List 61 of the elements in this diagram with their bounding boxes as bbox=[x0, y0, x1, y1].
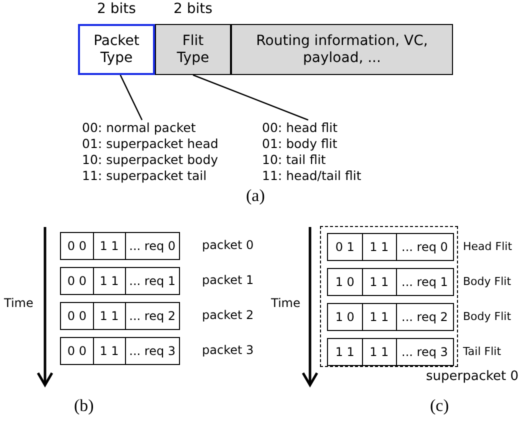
caption-text: 2 bits bbox=[172, 1, 214, 17]
value-description: 00: head flit bbox=[262, 120, 339, 136]
bit-field: ... req 3 bbox=[396, 339, 453, 365]
caption-text: Body Flit bbox=[463, 310, 512, 323]
axis-label: Time bbox=[4, 296, 34, 310]
bit-field: ... req 2 bbox=[124, 303, 179, 329]
flit-row bbox=[327, 303, 454, 331]
field-box: Routing information, VC, payload, ... bbox=[231, 24, 453, 75]
bit-field: 0 0 bbox=[61, 233, 93, 259]
caption-text: 2 bits bbox=[96, 1, 137, 17]
bit-field: 1 1 bbox=[362, 339, 396, 365]
leader-line bbox=[120, 74, 143, 120]
caption-text: packet 0 bbox=[202, 238, 254, 252]
flit-row bbox=[60, 337, 180, 365]
bit-field: 0 0 bbox=[61, 303, 93, 329]
bit-field: 0 1 bbox=[328, 234, 362, 260]
bit-field: ... req 0 bbox=[124, 233, 179, 259]
panel-label: (c) bbox=[430, 396, 449, 416]
flit-row bbox=[327, 268, 454, 296]
bit-field: ... req 0 bbox=[396, 234, 453, 260]
value-description: 10: superpacket body bbox=[82, 152, 220, 168]
value-description: 01: body flit bbox=[262, 136, 338, 152]
bit-field: 1 1 bbox=[92, 268, 125, 294]
bit-field: 1 1 bbox=[362, 269, 396, 295]
bit-field: 1 1 bbox=[92, 303, 125, 329]
flit-row bbox=[327, 338, 454, 366]
bit-field: 1 0 bbox=[328, 304, 362, 330]
bit-field: 1 1 bbox=[92, 338, 125, 364]
caption-text: Body Flit bbox=[463, 275, 512, 288]
bit-field: ... req 3 bbox=[124, 338, 179, 364]
bit-field: ... req 1 bbox=[396, 269, 453, 295]
bit-field: 1 1 bbox=[362, 234, 396, 260]
field-box: Flit Type bbox=[155, 24, 231, 75]
caption-text: packet 1 bbox=[202, 273, 254, 287]
flit-row bbox=[60, 232, 180, 260]
axis-label: Time bbox=[271, 296, 300, 310]
caption-text: Tail Flit bbox=[463, 345, 502, 358]
leader-line bbox=[192, 74, 308, 121]
value-description: 10: tail flit bbox=[262, 152, 327, 168]
caption-text: Head Flit bbox=[463, 240, 512, 253]
bit-field: 1 0 bbox=[328, 269, 362, 295]
caption-text: packet 3 bbox=[202, 343, 254, 357]
panel-label: (a) bbox=[246, 186, 265, 206]
panel-label: (b) bbox=[74, 396, 94, 416]
bit-field: 0 0 bbox=[61, 268, 93, 294]
bit-field: 1 1 bbox=[328, 339, 362, 365]
bit-field: 0 0 bbox=[61, 338, 93, 364]
caption-text: superpacket 0 bbox=[426, 369, 519, 384]
bit-field: ... req 2 bbox=[396, 304, 453, 330]
bit-field: ... req 1 bbox=[124, 268, 179, 294]
value-description: 11: head/tail flit bbox=[262, 168, 362, 184]
value-description: 11: superpacket tail bbox=[82, 168, 208, 184]
flit-row bbox=[60, 302, 180, 330]
bit-field: 1 1 bbox=[362, 304, 396, 330]
value-description: 01: superpacket head bbox=[82, 136, 220, 152]
flit-row bbox=[327, 233, 454, 261]
value-description: 00: normal packet bbox=[82, 120, 197, 136]
flit-row bbox=[60, 267, 180, 295]
bit-field: 1 1 bbox=[92, 233, 125, 259]
field-box: Packet Type bbox=[78, 24, 155, 75]
caption-text: packet 2 bbox=[202, 308, 254, 322]
